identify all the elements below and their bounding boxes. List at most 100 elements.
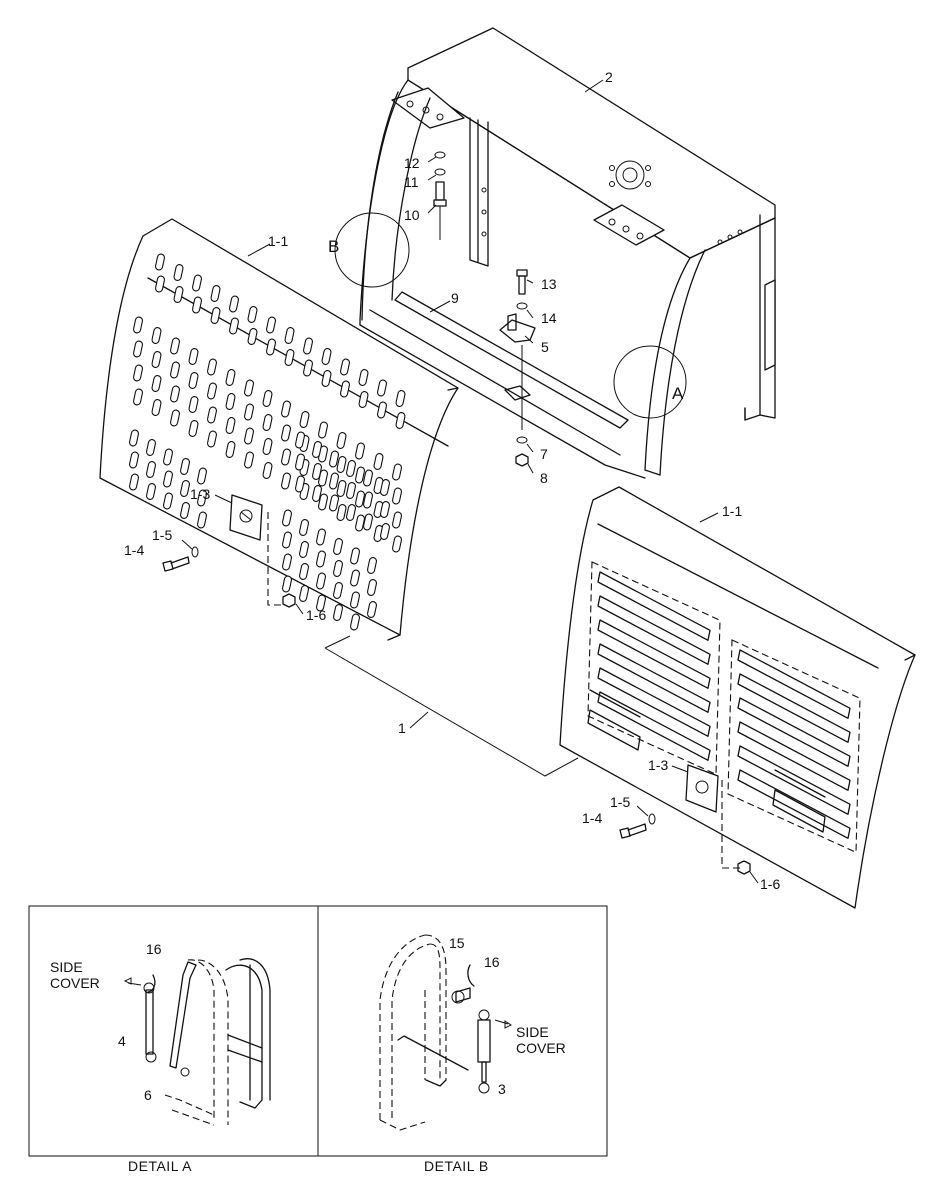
louver-slot (367, 601, 377, 618)
louver-slot (282, 553, 292, 571)
louver-slot (318, 421, 328, 439)
detail-a-caption: DETAIL A (128, 1158, 192, 1174)
louver-slot (303, 337, 313, 355)
left-label-1-3: 1-3 (190, 486, 210, 502)
louver-slot (299, 519, 309, 536)
louver-slot (210, 285, 221, 302)
louver-slot (225, 441, 236, 458)
louver-slot (180, 458, 190, 475)
grille-outline (587, 561, 721, 776)
louver-slot (210, 307, 221, 324)
louver-slot (170, 337, 180, 355)
grille-bar (597, 643, 711, 713)
louver-slot (129, 473, 139, 491)
louver-slot (281, 400, 291, 418)
left-label-1-6: 1-6 (306, 607, 326, 623)
louver-slot (173, 286, 184, 303)
louver-slot (355, 442, 365, 460)
louver-slot (197, 467, 207, 485)
louver-slot (163, 492, 173, 510)
louver-slot (207, 382, 217, 400)
louver-slot (295, 431, 305, 449)
louver-slot (380, 501, 390, 518)
louver-slot (392, 463, 402, 481)
label-part-11: 11 (404, 174, 419, 190)
detail-b-label-15: 15 (449, 935, 465, 951)
louver-slot (163, 470, 173, 488)
louver-slot (247, 328, 258, 345)
louver-slot (266, 338, 276, 356)
louver-slot (312, 485, 322, 502)
louver-slot (188, 348, 199, 365)
louver-slot (363, 513, 373, 531)
louver-slot (367, 557, 377, 574)
louver-slot (170, 361, 180, 379)
grille-bar (597, 619, 711, 689)
detail-a-label-16: 16 (146, 941, 162, 957)
louver-slot (380, 479, 390, 496)
louver-slot (318, 493, 328, 511)
louver-slot (355, 490, 365, 508)
louver-slot (355, 514, 365, 532)
louver-slot (350, 569, 360, 587)
louver-slot (333, 582, 343, 599)
label-part-13: 13 (541, 276, 557, 292)
grille-bar (737, 745, 851, 815)
louver-slot (188, 396, 199, 413)
right-cover-panel (559, 486, 916, 909)
louver-slot (392, 487, 402, 505)
louver-slot (247, 306, 258, 323)
label-part-9: 9 (451, 290, 459, 306)
louver-slot (346, 460, 356, 477)
louver-slot (151, 327, 162, 344)
grille-bar (737, 649, 851, 719)
louver-slot (151, 399, 162, 416)
label-part-1: 1 (398, 720, 406, 736)
louver-slot (303, 359, 313, 377)
grille-bar (597, 571, 711, 641)
louver-slot (173, 264, 184, 281)
louver-slot (333, 538, 343, 555)
louver-slot (336, 456, 347, 473)
louver-slot (197, 511, 207, 529)
louver-slot (336, 504, 347, 521)
louver-slot (229, 317, 239, 335)
louver-slot (146, 439, 156, 456)
circle-b-label: B (328, 237, 339, 256)
louver-slot (392, 535, 402, 553)
louver-slot (170, 409, 180, 427)
louver-slot (358, 369, 369, 386)
louver-slot (244, 427, 254, 445)
louver-slot (367, 579, 377, 596)
louver-slot (350, 613, 360, 631)
louver-slot (336, 432, 347, 449)
label-part-2: 2 (605, 69, 613, 85)
detail-b-label-3: 3 (498, 1081, 506, 1097)
louver-slot (282, 531, 292, 549)
detail-a-cover-text: COVER (50, 975, 100, 991)
louver-slot (281, 472, 291, 490)
louver-slot (192, 274, 202, 292)
louver-slot (262, 438, 273, 455)
louver-slot (188, 372, 199, 389)
louver-slot (244, 451, 254, 469)
louver-slot (155, 275, 165, 293)
grille-bar (597, 595, 711, 665)
louver-slot (282, 575, 292, 593)
louver-slot (358, 391, 369, 408)
louver-slot (299, 585, 309, 602)
detail-a-side-text: SIDE (50, 959, 83, 975)
louver-slot (350, 591, 360, 609)
louver-slot (363, 469, 373, 487)
left-label-1-5: 1-5 (152, 527, 172, 543)
louver-slot (377, 401, 387, 419)
fasteners-left-mount (433, 151, 447, 240)
grille-bar (737, 673, 851, 743)
louver-slot (346, 482, 356, 499)
right-label-1-6: 1-6 (760, 876, 780, 892)
right-label-1-4: 1-4 (582, 810, 602, 826)
louver-slot (244, 403, 254, 421)
louver-slot (180, 502, 190, 519)
louver-slot (146, 483, 156, 500)
